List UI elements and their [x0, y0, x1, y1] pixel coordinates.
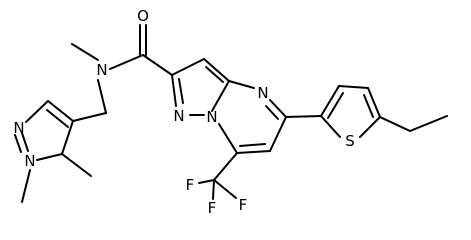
pyrazole-n1-label: N — [173, 107, 184, 125]
bond-pz-c3-n2 — [25, 100, 49, 123]
carbonyl-oxygen-label: O — [137, 7, 149, 25]
bond-pz-n1-c5 — [36, 153, 63, 161]
bridge-n-label: N — [206, 108, 217, 126]
bond-n1-c2 — [171, 74, 177, 107]
bond-pz-n1-methyl — [21, 169, 31, 203]
bond-amide-n-ch2 — [97, 79, 107, 114]
thiophene-s-label: S — [345, 132, 355, 150]
bond-th-c5-s — [359, 116, 381, 138]
bond-cf3-f-left — [198, 179, 215, 184]
bond-th-c2-c3-inner — [327, 92, 344, 119]
bond-c3a-bridge-n — [211, 80, 230, 112]
bond-pz-n2-n1-inner — [14, 134, 22, 153]
pyrimidine-n-label: N — [257, 84, 268, 102]
bond-th-c3-c4 — [338, 85, 369, 89]
molecule-drawing: O N N N N S F F F N N — [13, 7, 448, 217]
bond-pz-c4-c3-inner — [46, 109, 69, 128]
bond-th-c2-c3 — [320, 85, 340, 117]
bond-c7-cf3 — [213, 152, 238, 181]
bond-ethyl-ch2 — [379, 116, 411, 132]
bond-ch2-pyrazole — [72, 112, 107, 122]
bond-pz-n2-n1 — [21, 132, 29, 152]
fluorine-2-label: F — [186, 176, 195, 194]
bond-c6-c7-inner — [239, 143, 266, 147]
bond-ethyl-ch3 — [409, 115, 448, 132]
bond-th-c4-c5-inner — [363, 94, 374, 118]
structure-diagram: O N N N N S F F F N N — [13, 7, 448, 217]
bond-n1-c2-inner — [178, 78, 184, 104]
bond-th-s-c2 — [320, 115, 341, 138]
bond-th-c4-c5 — [367, 87, 381, 118]
bond-c5-c6 — [269, 116, 287, 152]
atom-labels: O N N N N S F F F N N — [13, 7, 354, 217]
bond-carbonyl-c2 — [142, 54, 173, 76]
bond-c3a-n4 — [228, 80, 255, 89]
bond-pz-c4-c3 — [47, 100, 74, 122]
bond-c3-c3a — [203, 58, 230, 82]
bonds — [14, 24, 448, 203]
bond-c3-c3a-inner — [205, 66, 224, 83]
bond-c7-bridge-n — [218, 123, 238, 154]
bond-n4-c5-inner — [265, 105, 279, 120]
bond-c2-c3 — [171, 58, 205, 76]
pyrazole-a-n1-label: N — [24, 152, 35, 170]
bond-amide-n-methyl — [71, 43, 99, 61]
amide-nitrogen-label: N — [96, 61, 107, 79]
fluorine-1-label: F — [208, 199, 217, 217]
pyrazole-a-n2-label: N — [13, 119, 24, 137]
bond-pz-c5-methyl — [61, 153, 92, 177]
bond-n4-c5 — [269, 99, 287, 118]
bond-c5-thiophene — [285, 115, 322, 118]
bond-cf3-f-right — [213, 179, 237, 199]
bond-carbonyl-amide-n — [109, 54, 144, 70]
bond-pz-c5-c4 — [61, 120, 74, 155]
fluorine-3-label: F — [239, 196, 248, 214]
bond-c6-c7 — [236, 150, 271, 154]
bond-cf3-f-top — [212, 179, 215, 200]
